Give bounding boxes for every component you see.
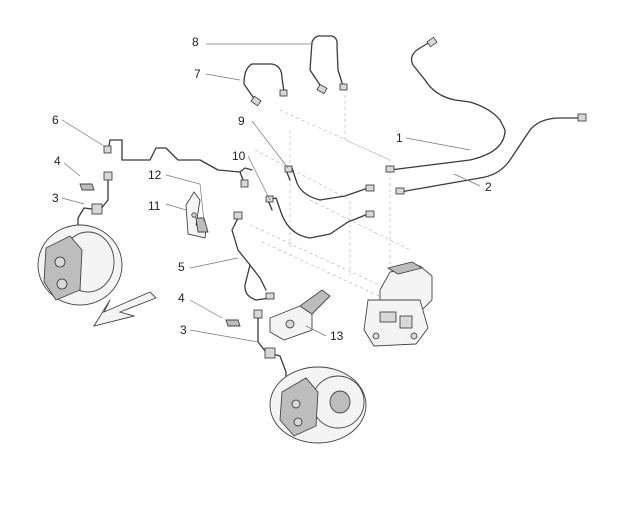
brake-pipe-1[interactable] [385, 36, 506, 173]
callout-8: 8 [192, 35, 199, 49]
clip-12[interactable] [195, 217, 209, 233]
callout-2: 2 [485, 180, 492, 194]
brake-disc-rear-right [269, 366, 367, 444]
clip-4-right[interactable] [225, 319, 241, 327]
callout-7: 7 [194, 67, 201, 81]
callout-13: 13 [330, 329, 344, 343]
brake-pipe-7[interactable] [243, 63, 288, 107]
callout-1: 1 [396, 131, 403, 145]
brake-pipe-8[interactable] [309, 35, 348, 95]
callout-12: 12 [148, 168, 162, 182]
dashed-guide-lines [249, 95, 411, 303]
callout-4-right: 4 [178, 291, 185, 305]
callout-6: 6 [52, 113, 59, 127]
brake-pipe-5[interactable] [231, 211, 275, 301]
brake-pipe-6[interactable] [103, 139, 253, 188]
callout-labels: 1 2 3 3 4 4 5 6 7 8 9 10 11 12 13 [52, 35, 492, 343]
callout-9: 9 [238, 114, 245, 128]
abs-hydraulic-unit[interactable] [363, 261, 433, 347]
callout-3-left: 3 [52, 191, 59, 205]
brake-pipe-9[interactable] [284, 165, 375, 201]
clip-4-left[interactable] [79, 183, 95, 191]
callout-3-right: 3 [180, 323, 187, 337]
callout-4-left: 4 [54, 154, 61, 168]
direction-arrow [93, 291, 157, 327]
leader-lines [61, 43, 481, 343]
callout-10: 10 [232, 149, 246, 163]
brake-pipe-2[interactable] [395, 113, 587, 195]
brake-pipe-10[interactable] [265, 195, 375, 239]
callout-5: 5 [178, 260, 185, 274]
callout-11: 11 [148, 199, 161, 213]
brake-disc-front-left [37, 224, 123, 306]
valve-13[interactable] [269, 289, 331, 341]
